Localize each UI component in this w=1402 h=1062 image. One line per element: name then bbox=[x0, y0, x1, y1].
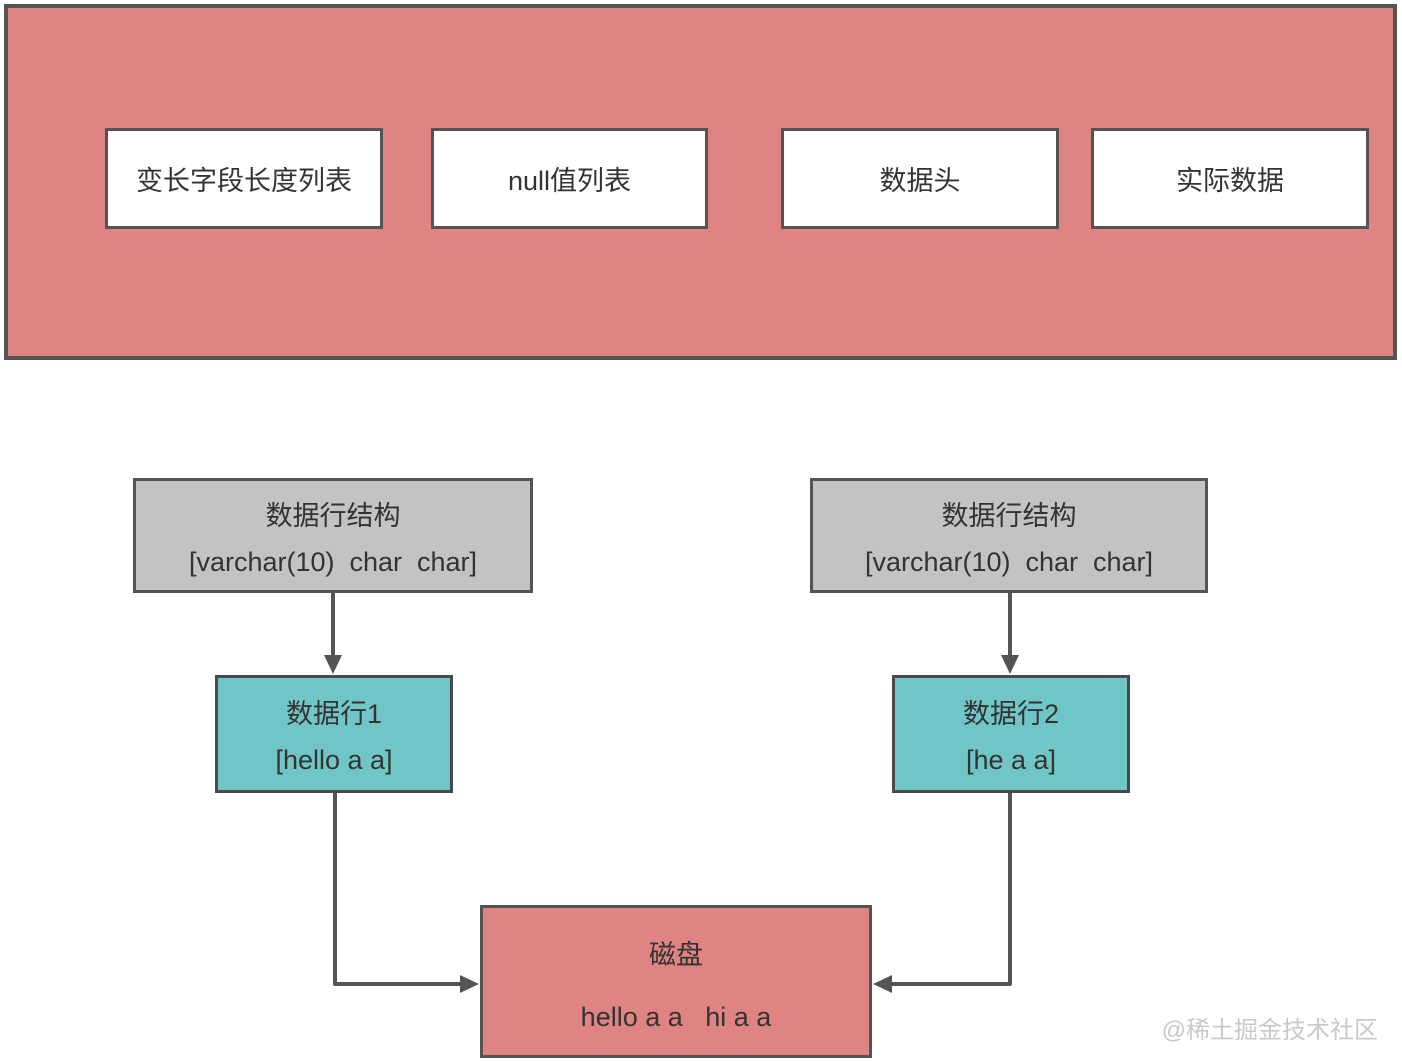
arrow-row1-to-disk bbox=[333, 792, 461, 986]
row-structure-title: 数据行结构 bbox=[941, 500, 1077, 531]
row-structure-types: [varchar(10) char char] bbox=[188, 546, 478, 577]
row-format-container: 变长字段长度列表 null值列表 数据头 实际数据 bbox=[4, 4, 1397, 360]
segment-label: 实际数据 bbox=[1176, 166, 1284, 196]
arrowhead-left-icon bbox=[873, 975, 892, 993]
segment-label: 变长字段长度列表 bbox=[136, 166, 352, 196]
arrowhead-down-icon bbox=[324, 655, 342, 674]
row-structure-types: [varchar(10) char char] bbox=[864, 546, 1154, 577]
row-structure-box-1: 数据行结构 [varchar(10) char char] bbox=[133, 478, 533, 593]
data-row-box-2: 数据行2 [he a a] bbox=[892, 675, 1130, 793]
data-row-title: 数据行1 bbox=[285, 699, 383, 729]
segment-actual-data: 实际数据 bbox=[1091, 128, 1369, 229]
disk-title: 磁盘 bbox=[649, 939, 703, 970]
data-row-values: [he a a] bbox=[965, 745, 1057, 775]
data-row-values: [hello a a] bbox=[275, 745, 393, 775]
disk-box: 磁盘 hello a a hi a a bbox=[480, 905, 872, 1058]
segment-null-list: null值列表 bbox=[431, 128, 708, 229]
segment-variable-length-list: 变长字段长度列表 bbox=[105, 128, 383, 229]
row-structure-box-2: 数据行结构 [varchar(10) char char] bbox=[810, 478, 1208, 593]
segment-data-header: 数据头 bbox=[781, 128, 1059, 229]
arrow-row2-to-disk bbox=[891, 792, 1012, 986]
watermark: @稀土掘金技术社区 bbox=[1161, 1017, 1378, 1044]
segment-label: null值列表 bbox=[507, 166, 632, 196]
row-structure-title: 数据行结构 bbox=[265, 500, 401, 531]
data-row-box-1: 数据行1 [hello a a] bbox=[215, 675, 453, 793]
segment-label: 数据头 bbox=[879, 166, 961, 196]
arrowhead-down-icon bbox=[1001, 655, 1019, 674]
disk-stored-values: hello a a hi a a bbox=[580, 1001, 772, 1032]
data-row-title: 数据行2 bbox=[962, 699, 1060, 729]
arrowhead-right-icon bbox=[460, 975, 479, 993]
